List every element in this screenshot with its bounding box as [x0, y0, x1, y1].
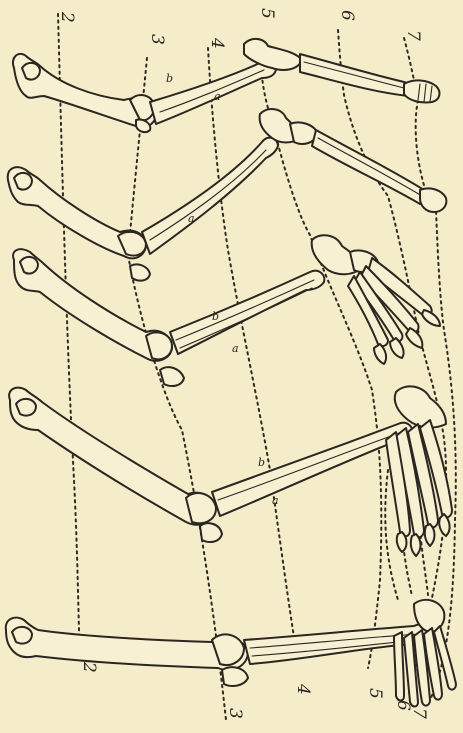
limb-4-claw-4 — [397, 532, 407, 552]
line-label-6-top: 6 — [337, 10, 357, 21]
limb-2-patella — [130, 264, 150, 280]
line-label-4-bottom: 4 — [293, 683, 313, 695]
limb-3-label-a: a — [232, 342, 239, 355]
line-label-4-top: 4 — [207, 37, 227, 49]
line-label-5-top: 5 — [257, 8, 277, 19]
limb-1: b a — [13, 39, 440, 132]
limb-2-hoof — [420, 188, 446, 212]
line-label-7-bottom: 7 — [409, 708, 429, 719]
limb-4-wrist-head — [395, 386, 446, 427]
line-label-5-bottom: 5 — [365, 688, 385, 699]
limb-5-patella — [222, 667, 248, 686]
limb-1-label-a: a — [214, 90, 221, 103]
limb-3-claw-3 — [390, 338, 404, 358]
limb-4-condyle-upper — [16, 399, 36, 416]
limb-2-label-a: a — [188, 212, 195, 225]
limb-4-forearm — [212, 423, 412, 516]
limb-5-condyle-upper — [12, 627, 32, 644]
limb-4-claw-2 — [425, 524, 435, 546]
limb-2-metacarpal-line — [318, 138, 422, 196]
limb-2-forearm — [142, 138, 278, 254]
limb-4-label-b: b — [258, 456, 265, 469]
limb-4-digits — [386, 420, 452, 556]
limb-2: a — [8, 109, 447, 281]
limb-3-claw-2 — [406, 328, 422, 348]
guide-line-2 — [58, 14, 80, 660]
limb-1-label-b: b — [166, 72, 173, 85]
limb-4-upper-bone — [9, 388, 214, 525]
limb-3-patella — [160, 367, 184, 386]
line-label-2-top: 2 — [57, 11, 77, 23]
limb-2-condyle-upper — [14, 173, 32, 190]
limb-3-label-b: b — [212, 310, 219, 323]
line-label-3-top: 3 — [147, 34, 167, 45]
limb-3-forearm — [170, 271, 324, 354]
limb-3-digits — [348, 258, 440, 364]
limb-3-claw-1 — [422, 310, 440, 326]
limb-5 — [6, 600, 456, 707]
limb-4-patella — [200, 523, 222, 542]
limb-5-upper-bone — [6, 618, 248, 670]
limb-4-label-a: a — [272, 494, 279, 507]
guide-line-3 — [128, 58, 226, 720]
limb-1-hoof — [404, 80, 439, 102]
limb-4-elbow-bone — [186, 493, 216, 523]
limb-4-forearm-line — [218, 432, 402, 500]
line-label-7-top: 7 — [403, 30, 423, 41]
limb-4-claw-3 — [411, 534, 421, 556]
limb-1-condyle-upper — [22, 63, 40, 80]
line-label-2-bottom: 2 — [79, 661, 99, 673]
limb-3: b a — [13, 235, 440, 386]
limb-5-digit-4 — [394, 632, 404, 701]
guide-line-6 — [338, 30, 446, 690]
line-label-3-bottom: 3 — [225, 708, 245, 719]
limb-3-claw-4 — [374, 344, 386, 364]
limb-5-digits — [394, 626, 456, 707]
limb-3-condyle-upper — [20, 257, 38, 274]
